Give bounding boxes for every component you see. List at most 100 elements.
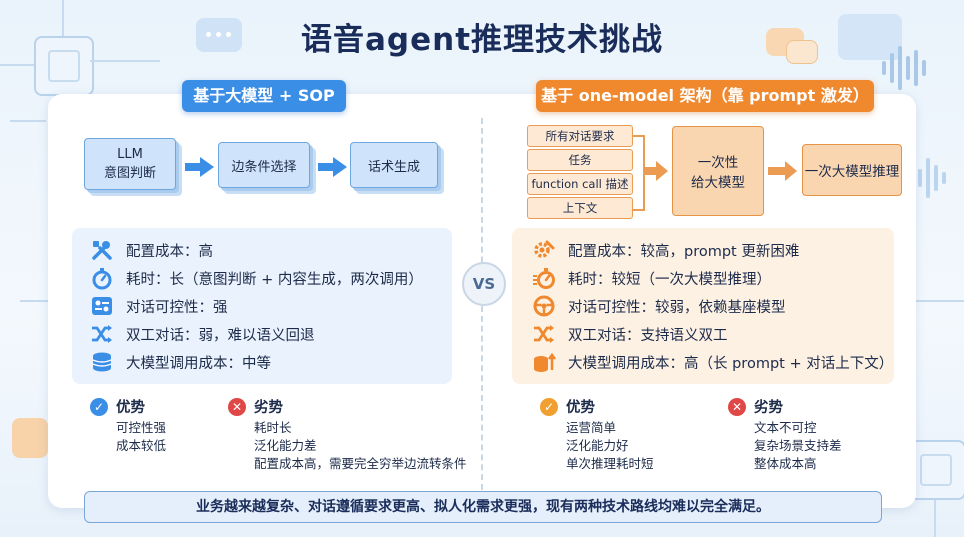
- flow-step-llm-intent: LLM 意图判断: [84, 138, 176, 190]
- cross-icon: ✕: [728, 397, 746, 416]
- prop-text: 大模型调用成本：高（长 prompt + 对话上下文）: [568, 355, 894, 372]
- steering-wheel-icon: [532, 294, 556, 318]
- cons-label: 劣势: [254, 400, 283, 416]
- cross-icon: ✕: [228, 397, 246, 416]
- control-panel-icon: [90, 294, 114, 318]
- list-item: 复杂场景支持差: [754, 438, 842, 453]
- chat-bubble-decoration: [786, 40, 818, 64]
- right-prop-row: 配置成本：较高，prompt 更新困难: [532, 238, 799, 262]
- prop-text: 双工对话：弱，难以语义回退: [126, 327, 315, 344]
- left-approach-header: 基于大模型 + SOP: [182, 80, 346, 112]
- list-item: 泛化能力好: [566, 438, 629, 453]
- merge-connector: [633, 135, 645, 211]
- tools-icon: [90, 238, 114, 262]
- input-box-task: 任务: [527, 149, 633, 171]
- shuffle-icon: [90, 322, 114, 346]
- flow-arrow-head: [785, 161, 797, 181]
- input-box-function-call: function call 描述: [527, 173, 633, 195]
- flow-arrow-head: [656, 161, 668, 181]
- gear-wrench-icon: [532, 238, 556, 262]
- check-icon: ✓: [90, 397, 108, 416]
- circuit-line: [10, 120, 46, 122]
- prop-text: 大模型调用成本：中等: [126, 355, 271, 372]
- circuit-line: [90, 60, 160, 62]
- flow-arrow: [318, 163, 334, 171]
- left-prop-row: 大模型调用成本：中等: [90, 350, 271, 374]
- chat-bubble-decoration: [838, 14, 902, 60]
- right-pros-list: 运营简单 泛化能力好 单次推理耗时短: [566, 419, 654, 473]
- flow-step-line2: 意图判断: [103, 166, 156, 181]
- list-item: 可控性强: [116, 420, 167, 435]
- cons-label: 劣势: [754, 400, 783, 416]
- prop-text: 耗时：长（意图判断 + 内容生成，两次调用）: [126, 271, 423, 288]
- circuit-line: [62, 0, 64, 36]
- right-prop-row: 双工对话：支持语义双工: [532, 322, 728, 346]
- prop-text: 配置成本：较高，prompt 更新困难: [568, 243, 800, 260]
- stopwatch-fast-icon: [532, 266, 556, 290]
- left-prop-row: 对话可控性：强: [90, 294, 228, 318]
- stopwatch-icon: [90, 266, 114, 290]
- conclusion-banner: 业务越来越复杂、对话遵循要求更高、拟人化需求更强，现有两种技术路线均难以完全满足…: [84, 491, 882, 523]
- prop-text: 配置成本：高: [126, 243, 213, 260]
- flow-step-line1: 话术生成: [367, 159, 420, 175]
- pros-label: 优势: [116, 400, 145, 416]
- flow-step-line1: LLM: [117, 147, 143, 162]
- left-pros-list: 可控性强 成本较低: [116, 419, 166, 455]
- check-icon: ✓: [540, 397, 558, 416]
- list-item: 运营简单: [566, 420, 617, 435]
- list-item: 耗时长: [254, 420, 292, 435]
- right-prop-row: 对话可控性：较弱，依赖基座模型: [532, 294, 786, 318]
- right-prop-row: 耗时：较短（一次大模型推理）: [532, 266, 771, 290]
- left-pros-heading: ✓ 优势: [90, 396, 145, 417]
- flow-arrow-head: [200, 157, 214, 177]
- pros-label: 优势: [566, 400, 595, 416]
- list-item: 文本不可控: [754, 420, 817, 435]
- flow-arrow: [185, 163, 201, 171]
- left-cons-heading: ✕ 劣势: [228, 396, 283, 417]
- left-cons-list: 耗时长 泛化能力差 配置成本高，需要完全穷举边流转条件: [254, 419, 467, 473]
- shuffle-icon: [532, 322, 556, 346]
- left-prop-row: 配置成本：高: [90, 238, 213, 262]
- flow-step-edge-selection: 边条件选择: [218, 142, 310, 188]
- chat-bubble-decoration: [12, 418, 48, 458]
- left-prop-row: 耗时：长（意图判断 + 内容生成，两次调用）: [90, 266, 423, 290]
- list-item: 配置成本高，需要完全穷举边流转条件: [254, 456, 467, 471]
- merge-box-one-shot: 一次性 给大模型: [672, 126, 764, 216]
- left-properties: [72, 228, 452, 384]
- right-approach-header: 基于 one-model 架构（靠 prompt 激发）: [536, 80, 874, 112]
- prop-text: 对话可控性：较弱，依赖基座模型: [568, 299, 786, 316]
- input-box-requirements: 所有对话要求: [527, 125, 633, 147]
- flow-step-line1: 边条件选择: [231, 159, 297, 175]
- flow-arrow-head: [333, 157, 347, 177]
- chip-decoration-left: [34, 36, 94, 96]
- prop-text: 对话可控性：强: [126, 299, 228, 316]
- sound-wave-icon: [918, 150, 958, 206]
- vs-badge: VS: [462, 262, 506, 306]
- right-prop-row: 大模型调用成本：高（长 prompt + 对话上下文）: [532, 350, 893, 374]
- sound-wave-icon: [882, 40, 952, 96]
- coins-up-icon: [532, 350, 556, 374]
- list-item: 成本较低: [116, 438, 167, 453]
- circuit-line: [934, 500, 936, 537]
- merge-box-line2: 给大模型: [691, 175, 745, 191]
- list-item: 整体成本高: [754, 456, 817, 471]
- chat-bubble-decoration: [196, 18, 242, 52]
- input-box-context: 上下文: [527, 197, 633, 219]
- prop-text: 耗时：较短（一次大模型推理）: [568, 271, 771, 288]
- merge-box-line1: 一次性: [697, 155, 739, 171]
- circuit-line: [916, 300, 964, 302]
- page-title: 语音agent推理技术挑战: [300, 22, 664, 58]
- left-prop-row: 双工对话：弱，难以语义回退: [90, 322, 315, 346]
- coins-icon: [90, 350, 114, 374]
- result-box-inference: 一次大模型推理: [802, 144, 902, 196]
- prop-text: 双工对话：支持语义双工: [568, 327, 728, 344]
- list-item: 单次推理耗时短: [566, 456, 654, 471]
- right-cons-heading: ✕ 劣势: [728, 396, 783, 417]
- right-properties: [512, 228, 894, 384]
- circuit-line: [20, 300, 48, 302]
- list-item: 泛化能力差: [254, 438, 317, 453]
- right-pros-heading: ✓ 优势: [540, 396, 595, 417]
- right-cons-list: 文本不可控 复杂场景支持差 整体成本高: [754, 419, 842, 473]
- circuit-line: [0, 64, 34, 66]
- flow-arrow: [645, 167, 657, 175]
